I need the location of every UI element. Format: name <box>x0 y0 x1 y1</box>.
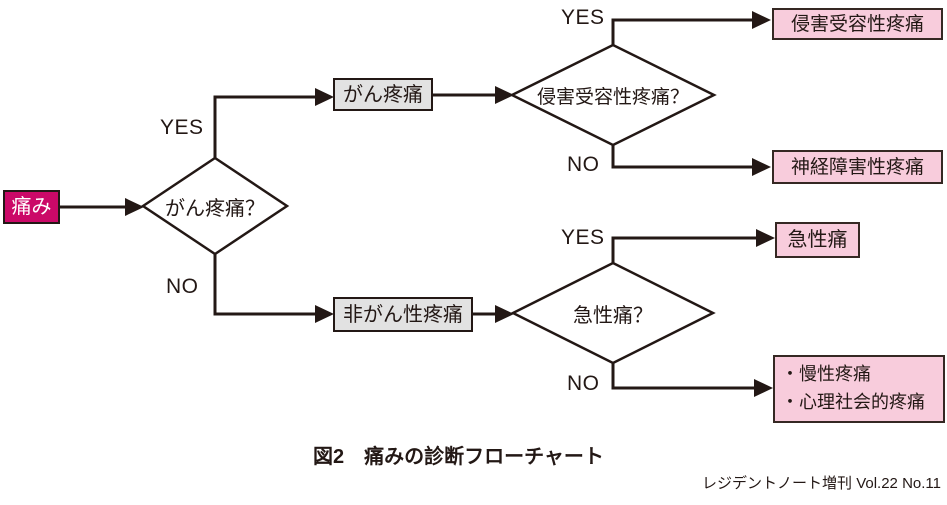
decision2-no-label: NO <box>567 153 600 176</box>
start-node-pain: 痛み <box>3 190 60 224</box>
figure-caption: 図2 痛みの診断フローチャート <box>313 446 604 468</box>
arrowhead-to-decision3 <box>495 305 514 323</box>
process-node-cancer-pain: がん疼痛 <box>333 78 433 111</box>
arrow-decision2-no-elbow <box>611 145 754 169</box>
arrow-decision3-yes-elbow <box>611 236 758 263</box>
decision1-diamond <box>140 156 290 256</box>
arrowhead-to-result1 <box>752 11 771 29</box>
arrow-decision3-no-elbow <box>611 363 756 390</box>
result-node-acute-pain: 急性痛 <box>775 222 860 258</box>
arrowhead-to-decision1 <box>125 198 144 216</box>
arrowhead-to-process1 <box>315 88 334 106</box>
decision3-diamond <box>510 261 716 365</box>
result-node-nociceptive-pain: 侵害受容性疼痛 <box>772 8 943 40</box>
decision1-no-label: NO <box>166 275 199 298</box>
arrow-decision1-yes-elbow <box>213 95 317 158</box>
arrowhead-to-decision2 <box>495 86 514 104</box>
arrow-decision1-no-elbow <box>213 254 317 316</box>
decision3-yes-label: YES <box>561 226 605 249</box>
arrowhead-to-result4 <box>754 379 773 397</box>
decision2-diamond <box>509 43 717 147</box>
arrowhead-to-result3 <box>756 229 775 247</box>
process-node-noncancer-pain: 非がん性疼痛 <box>333 297 473 332</box>
arrowhead-to-process2 <box>315 305 334 323</box>
decision3-no-label: NO <box>567 372 600 395</box>
decision2-yes-label: YES <box>561 6 605 29</box>
decision1-label: がん疼痛？ <box>165 197 265 220</box>
result-node-neuropathic-pain: 神経障害性疼痛 <box>772 150 943 184</box>
result-line-chronic-pain: ・慢性疼痛 <box>781 364 871 385</box>
arrowhead-to-result2 <box>752 158 771 176</box>
decision2-label: 侵害受容性疼痛？ <box>536 86 689 108</box>
arrow-decision2-yes-elbow <box>611 18 754 45</box>
result-node-chronic-psychosocial-pain: ・慢性疼痛 ・心理社会的疼痛 <box>773 355 945 423</box>
result-line-psychosocial-pain: ・心理社会的疼痛 <box>781 392 925 412</box>
decision1-yes-label: YES <box>160 116 204 139</box>
source-credit: レジデントノート増刊 Vol.22 No.11 <box>702 475 941 492</box>
decision3-label: 急性痛？ <box>573 304 653 327</box>
